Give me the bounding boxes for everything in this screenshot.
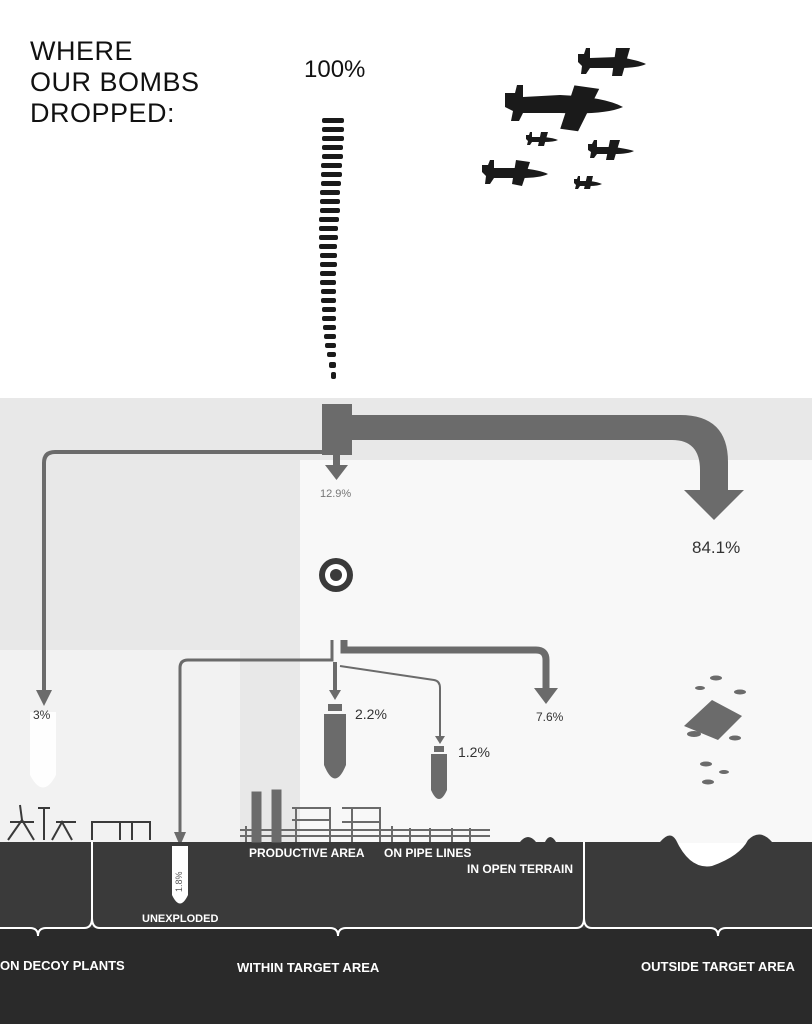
ground-lower: [0, 928, 812, 1024]
bomb-icons: [324, 704, 447, 799]
airplane-icons: [482, 48, 646, 189]
open-terrain-label: IN OPEN TERRAIN: [467, 862, 574, 876]
target-arrow: [325, 440, 348, 480]
decoy-bomb-icon: [30, 712, 56, 788]
unexploded-bomb-icon: [172, 846, 188, 904]
pipe-percentage: 1.2%: [458, 744, 490, 760]
bomb-stream: [319, 118, 344, 379]
total-percentage: 100%: [304, 56, 366, 83]
productive-area-label: PRODUCTIVE AREA: [249, 846, 365, 860]
range-braces: [0, 842, 812, 937]
refinery-structures: [240, 789, 490, 843]
terrain-percentage: 7.6%: [536, 710, 564, 724]
decoy-arrowhead: [36, 690, 52, 706]
target-icon: [319, 558, 353, 592]
decoy-plants-label: ON DECOY PLANTS: [0, 958, 125, 973]
within-target-area-label: WITHIN TARGET AREA: [237, 960, 380, 975]
outside-percentage: 84.1%: [692, 538, 741, 557]
decoy-percentage: 3%: [33, 708, 51, 722]
diagram-title: WHERE OUR BOMBS DROPPED:: [30, 36, 200, 128]
pipe-lines-label: ON PIPE LINES: [384, 846, 472, 860]
outside-arrow: [322, 404, 744, 520]
target-percentage: 12.9%: [320, 488, 352, 500]
decoy-arrow: [42, 450, 322, 692]
crater-field-icon: [684, 675, 746, 785]
unexploded-percentage: 1.8%: [174, 871, 184, 892]
unexploded-label: UNEXPLODED: [142, 913, 219, 925]
productive-percentage: 2.2%: [355, 706, 387, 722]
outside-target-area-label: OUTSIDE TARGET AREA: [641, 959, 795, 974]
sub-branch-arrows: [174, 640, 558, 846]
decoy-plant-structures: [7, 804, 151, 841]
